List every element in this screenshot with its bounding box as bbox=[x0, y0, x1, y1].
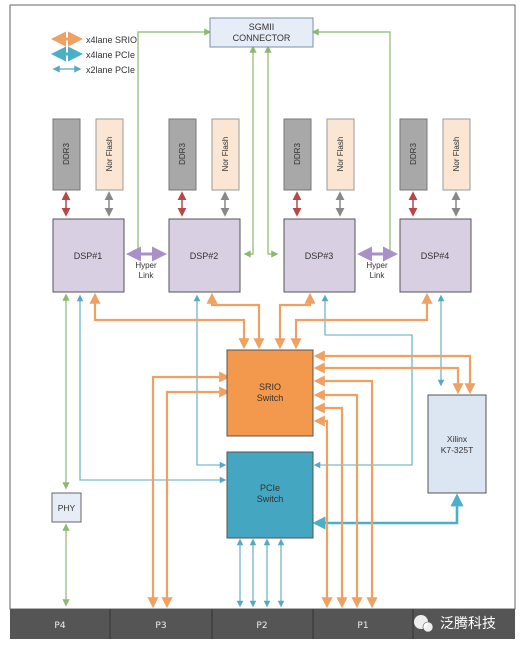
watermark-text: 泛腾科技 bbox=[440, 615, 496, 632]
srio-links bbox=[89, 292, 476, 609]
dsp-label: DSP#3 bbox=[305, 251, 334, 261]
port-p1: P1 bbox=[357, 621, 368, 631]
pcie-switch-line2: Switch bbox=[257, 494, 284, 504]
sgmii-connector-box bbox=[209, 17, 314, 48]
srio-switch: SRIO Switch bbox=[226, 349, 314, 437]
wechat-icon-bubble bbox=[422, 621, 434, 633]
ddr3-label: DDR3 bbox=[409, 143, 418, 165]
phy-block: PHY bbox=[51, 492, 82, 523]
sgmii-connector-line2: CONNECTOR bbox=[233, 33, 291, 43]
memory-group-4: DDR3 Nor Flash bbox=[399, 118, 471, 191]
nor-flash-label: Nor Flash bbox=[336, 137, 345, 172]
port-p4: P4 bbox=[54, 621, 65, 631]
dsp-label: DSP#2 bbox=[190, 251, 219, 261]
nor-flash-label: Nor Flash bbox=[105, 137, 114, 172]
ddr3-label: DDR3 bbox=[178, 143, 187, 165]
pcie-switch: PCIe Switch bbox=[226, 451, 314, 539]
hyperlink-label-left-1: Hyper bbox=[135, 261, 157, 270]
watermark: 泛腾科技 bbox=[414, 615, 496, 633]
hyperlink-label-left-2: Link bbox=[139, 271, 155, 280]
dsp-4: DSP#4 bbox=[399, 218, 472, 293]
dsp-label: DSP#1 bbox=[74, 251, 103, 261]
memory-group-2: DDR3 Nor Flash bbox=[168, 118, 240, 191]
legend-srio-label: x4lane SRIO bbox=[86, 35, 137, 45]
legend-pcie2-label: x2lane PCIe bbox=[86, 65, 135, 75]
srio-switch-line1: SRIO bbox=[259, 382, 281, 392]
ddr3-label: DDR3 bbox=[293, 143, 302, 165]
sgmii-connector-line1: SGMII bbox=[249, 22, 275, 32]
dsp-2: DSP#2 bbox=[168, 218, 241, 293]
nor-flash-label: Nor Flash bbox=[452, 137, 461, 172]
port-p2: P2 bbox=[256, 621, 267, 631]
hyperlink-label-right-2: Link bbox=[370, 271, 386, 280]
dsp-1: DSP#1 bbox=[52, 218, 125, 293]
nor-flash-label: Nor Flash bbox=[221, 137, 230, 172]
ddr-links bbox=[61, 191, 418, 217]
phy-label: PHY bbox=[58, 503, 76, 513]
memory-group-1: DDR3 Nor Flash bbox=[52, 118, 124, 191]
dsp-3: DSP#3 bbox=[283, 218, 356, 293]
legend-pcie4-label: x4lane PCIe bbox=[86, 50, 135, 60]
sgmii-links bbox=[62, 28, 391, 607]
fpga-line1: Xilinx bbox=[447, 434, 468, 444]
fpga-line2: K7-325T bbox=[441, 445, 474, 455]
ddr3-label: DDR3 bbox=[62, 143, 71, 165]
dsp-label: DSP#4 bbox=[421, 251, 450, 261]
pcie-switch-line1: PCIe bbox=[260, 483, 280, 493]
flash-links bbox=[104, 191, 461, 217]
srio-switch-line2: Switch bbox=[257, 393, 284, 403]
memory-group-3: DDR3 Nor Flash bbox=[283, 118, 355, 191]
hyperlink-label-right-1: Hyper bbox=[366, 261, 388, 270]
xilinx-fpga: Xilinx K7-325T bbox=[427, 394, 487, 494]
legend: x4lane SRIO x4lane PCIe x2lane PCIe bbox=[51, 31, 137, 75]
port-p3: P3 bbox=[155, 621, 166, 631]
